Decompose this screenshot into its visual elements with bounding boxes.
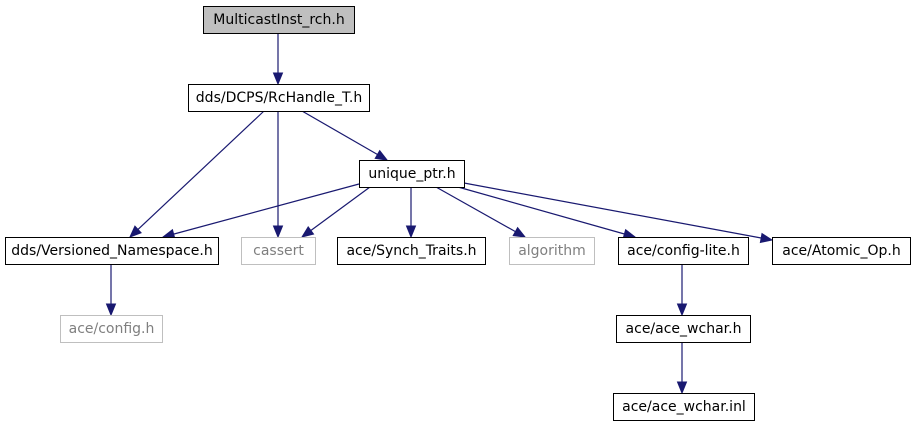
node-label: ace/config.h [69,321,155,337]
node-rch[interactable]: MulticastInst_rch.h [203,6,355,34]
edge-line [137,110,265,230]
node-box [359,160,465,188]
edge-unique-to-algorithm [435,186,527,238]
edge-line [301,110,378,156]
node-label: ace/ace_wchar.h [626,321,742,337]
edge-arrowhead [129,225,142,238]
edge-versioned-to-config [105,264,117,317]
node-box [60,315,163,343]
edge-line [173,183,360,235]
node-algorithm: algorithm [509,237,595,265]
node-cassert: cassert [241,237,316,265]
edge-line [310,186,371,231]
edge-line [463,182,762,239]
edge-unique-to-cassert [300,186,371,238]
edges-layer [105,33,774,395]
edge-arrowhead [272,72,284,86]
edge-unique-to-synch [405,187,417,239]
node-label: ace/Synch_Traits.h [346,243,476,259]
node-atomic[interactable]: ace/Atomic_Op.h [772,237,911,265]
edge-arrowhead [300,225,315,238]
node-label: ace/config-lite.h [627,243,740,259]
node-synch[interactable]: ace/Synch_Traits.h [337,237,486,265]
edge-unique-to-configlite [457,186,637,239]
nodes-layer: MulticastInst_rch.h dds/DCPS/RcHandle_T.h… [5,6,911,421]
edge-unique-to-versioned [161,183,360,240]
edge-arrowhead [512,226,527,238]
node-wchar[interactable]: ace/ace_wchar.h [616,315,751,343]
node-wcharinl[interactable]: ace/ace_wchar.inl [613,393,755,421]
edge-rchandle-to-unique [301,110,389,161]
node-label: algorithm [518,243,586,259]
edge-wchar-to-wcharinl [676,342,688,395]
edge-arrowhead [759,232,774,244]
node-box [618,237,749,265]
edge-rchandle-to-cassert [272,111,284,239]
node-label: ace/ace_wchar.inl [622,399,746,415]
node-rchandle[interactable]: dds/DCPS/RcHandle_T.h [188,84,370,112]
edge-line [435,186,516,233]
node-unique[interactable]: unique_ptr.h [359,160,465,188]
node-label: ace/Atomic_Op.h [782,243,900,259]
edge-arrowhead [405,225,417,239]
node-label: MulticastInst_rch.h [213,12,344,28]
node-box [772,237,911,265]
node-label: dds/DCPS/RcHandle_T.h [196,90,362,106]
edge-arrowhead [374,149,389,161]
edge-rchandle-to-versioned [129,110,265,238]
node-configlite[interactable]: ace/config-lite.h [618,237,749,265]
edge-arrowhead [676,381,688,395]
node-box [613,393,755,421]
node-box [337,237,486,265]
node-config: ace/config.h [60,315,163,343]
node-box [5,237,219,265]
edge-unique-to-atomic [463,182,774,244]
node-box [509,237,595,265]
node-label: dds/Versioned_Namespace.h [11,243,212,259]
node-box [188,84,370,112]
node-box [616,315,751,343]
node-label: unique_ptr.h [368,166,455,182]
node-label: cassert [253,243,304,259]
edge-configlite-to-wchar [676,264,688,317]
edge-arrowhead [105,303,117,317]
edge-arrowhead [676,303,688,317]
node-box [241,237,316,265]
edge-arrowhead [272,225,284,239]
node-box [203,6,355,34]
node-versioned[interactable]: dds/Versioned_Namespace.h [5,237,219,265]
edge-rch-to-rchandle [272,33,284,86]
edge-line [457,186,625,235]
